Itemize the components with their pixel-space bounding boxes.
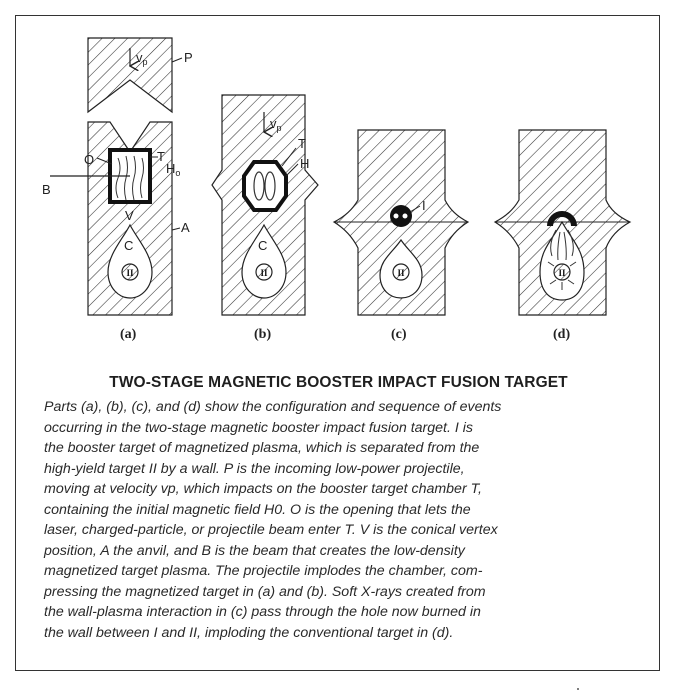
label-h0: Ho — [166, 161, 180, 178]
panel-d-diagram — [493, 129, 632, 316]
label-ii: II — [397, 268, 405, 278]
caption-line: magnetized target plasma. The projectile… — [44, 563, 483, 579]
label-v: V — [125, 208, 134, 223]
caption-line: moving at velocity vp, which impacts on … — [44, 481, 482, 497]
label-vp: vp — [136, 50, 148, 67]
caption-body: Parts (a), (b), (c), and (d) show the co… — [44, 397, 650, 643]
label-a: A — [181, 220, 190, 235]
label-ii: II — [558, 268, 566, 278]
chamber-c-b — [241, 223, 287, 299]
figure-frame — [15, 15, 660, 671]
label-c-a: C — [124, 238, 133, 253]
label-o: O — [84, 152, 94, 167]
caption-line: laser, charged-particle, or projectile b… — [44, 522, 498, 538]
chamber-c — [107, 223, 153, 299]
caption-line: high-yield target II by a wall. P is the… — [44, 460, 465, 477]
target-ii — [121, 263, 139, 281]
label-ii: II — [126, 268, 134, 278]
panel-label-a: (a) — [120, 327, 137, 342]
panel-label-b: (b) — [254, 327, 272, 342]
x-ray-lines — [547, 229, 577, 290]
label-i: I — [422, 198, 426, 213]
caption-title: TWO-STAGE MAGNETIC BOOSTER IMPACT FUSION… — [109, 374, 568, 391]
scan-speck — [577, 688, 579, 690]
caption-line: the booster target of magnetized plasma,… — [44, 440, 480, 456]
field-lines — [115, 155, 144, 201]
label-b: B — [42, 182, 51, 197]
caption-line: containing the initial magnetic field H0… — [44, 501, 471, 518]
label-c-b: C — [258, 238, 267, 253]
caption-line: the wall-plasma interaction in (c) pass … — [44, 604, 481, 620]
caption-line: pressing the magnetized target in (a) an… — [44, 583, 486, 600]
caption-line: occurring in the two-stage magnetic boos… — [44, 419, 473, 436]
label-t-b: T — [298, 136, 306, 151]
label-vp-b: vp — [270, 116, 282, 133]
panel-label-d: (d) — [553, 327, 571, 342]
label-t: T — [157, 149, 165, 164]
caption-line: Parts (a), (b), (c), and (d) show the co… — [44, 399, 502, 415]
panel-a-diagram — [50, 37, 183, 316]
booster-plasma-i — [390, 205, 412, 227]
label-h-b: H — [300, 156, 309, 171]
caption-line: position, A the anvil, and B is the beam… — [44, 542, 465, 559]
projectile-p — [87, 37, 173, 114]
label-p: P — [184, 50, 193, 65]
diagram-illustration: vp P O T Ho B V A C vp T H C I II II II II — [42, 37, 632, 316]
panel-c-diagram — [332, 129, 470, 316]
booster-plasma-d — [547, 211, 577, 227]
panel-b-diagram — [211, 94, 319, 316]
caption-line: the wall between I and II, imploding the… — [44, 624, 454, 641]
panel-label-c: (c) — [391, 327, 407, 342]
label-ii: II — [260, 268, 268, 278]
